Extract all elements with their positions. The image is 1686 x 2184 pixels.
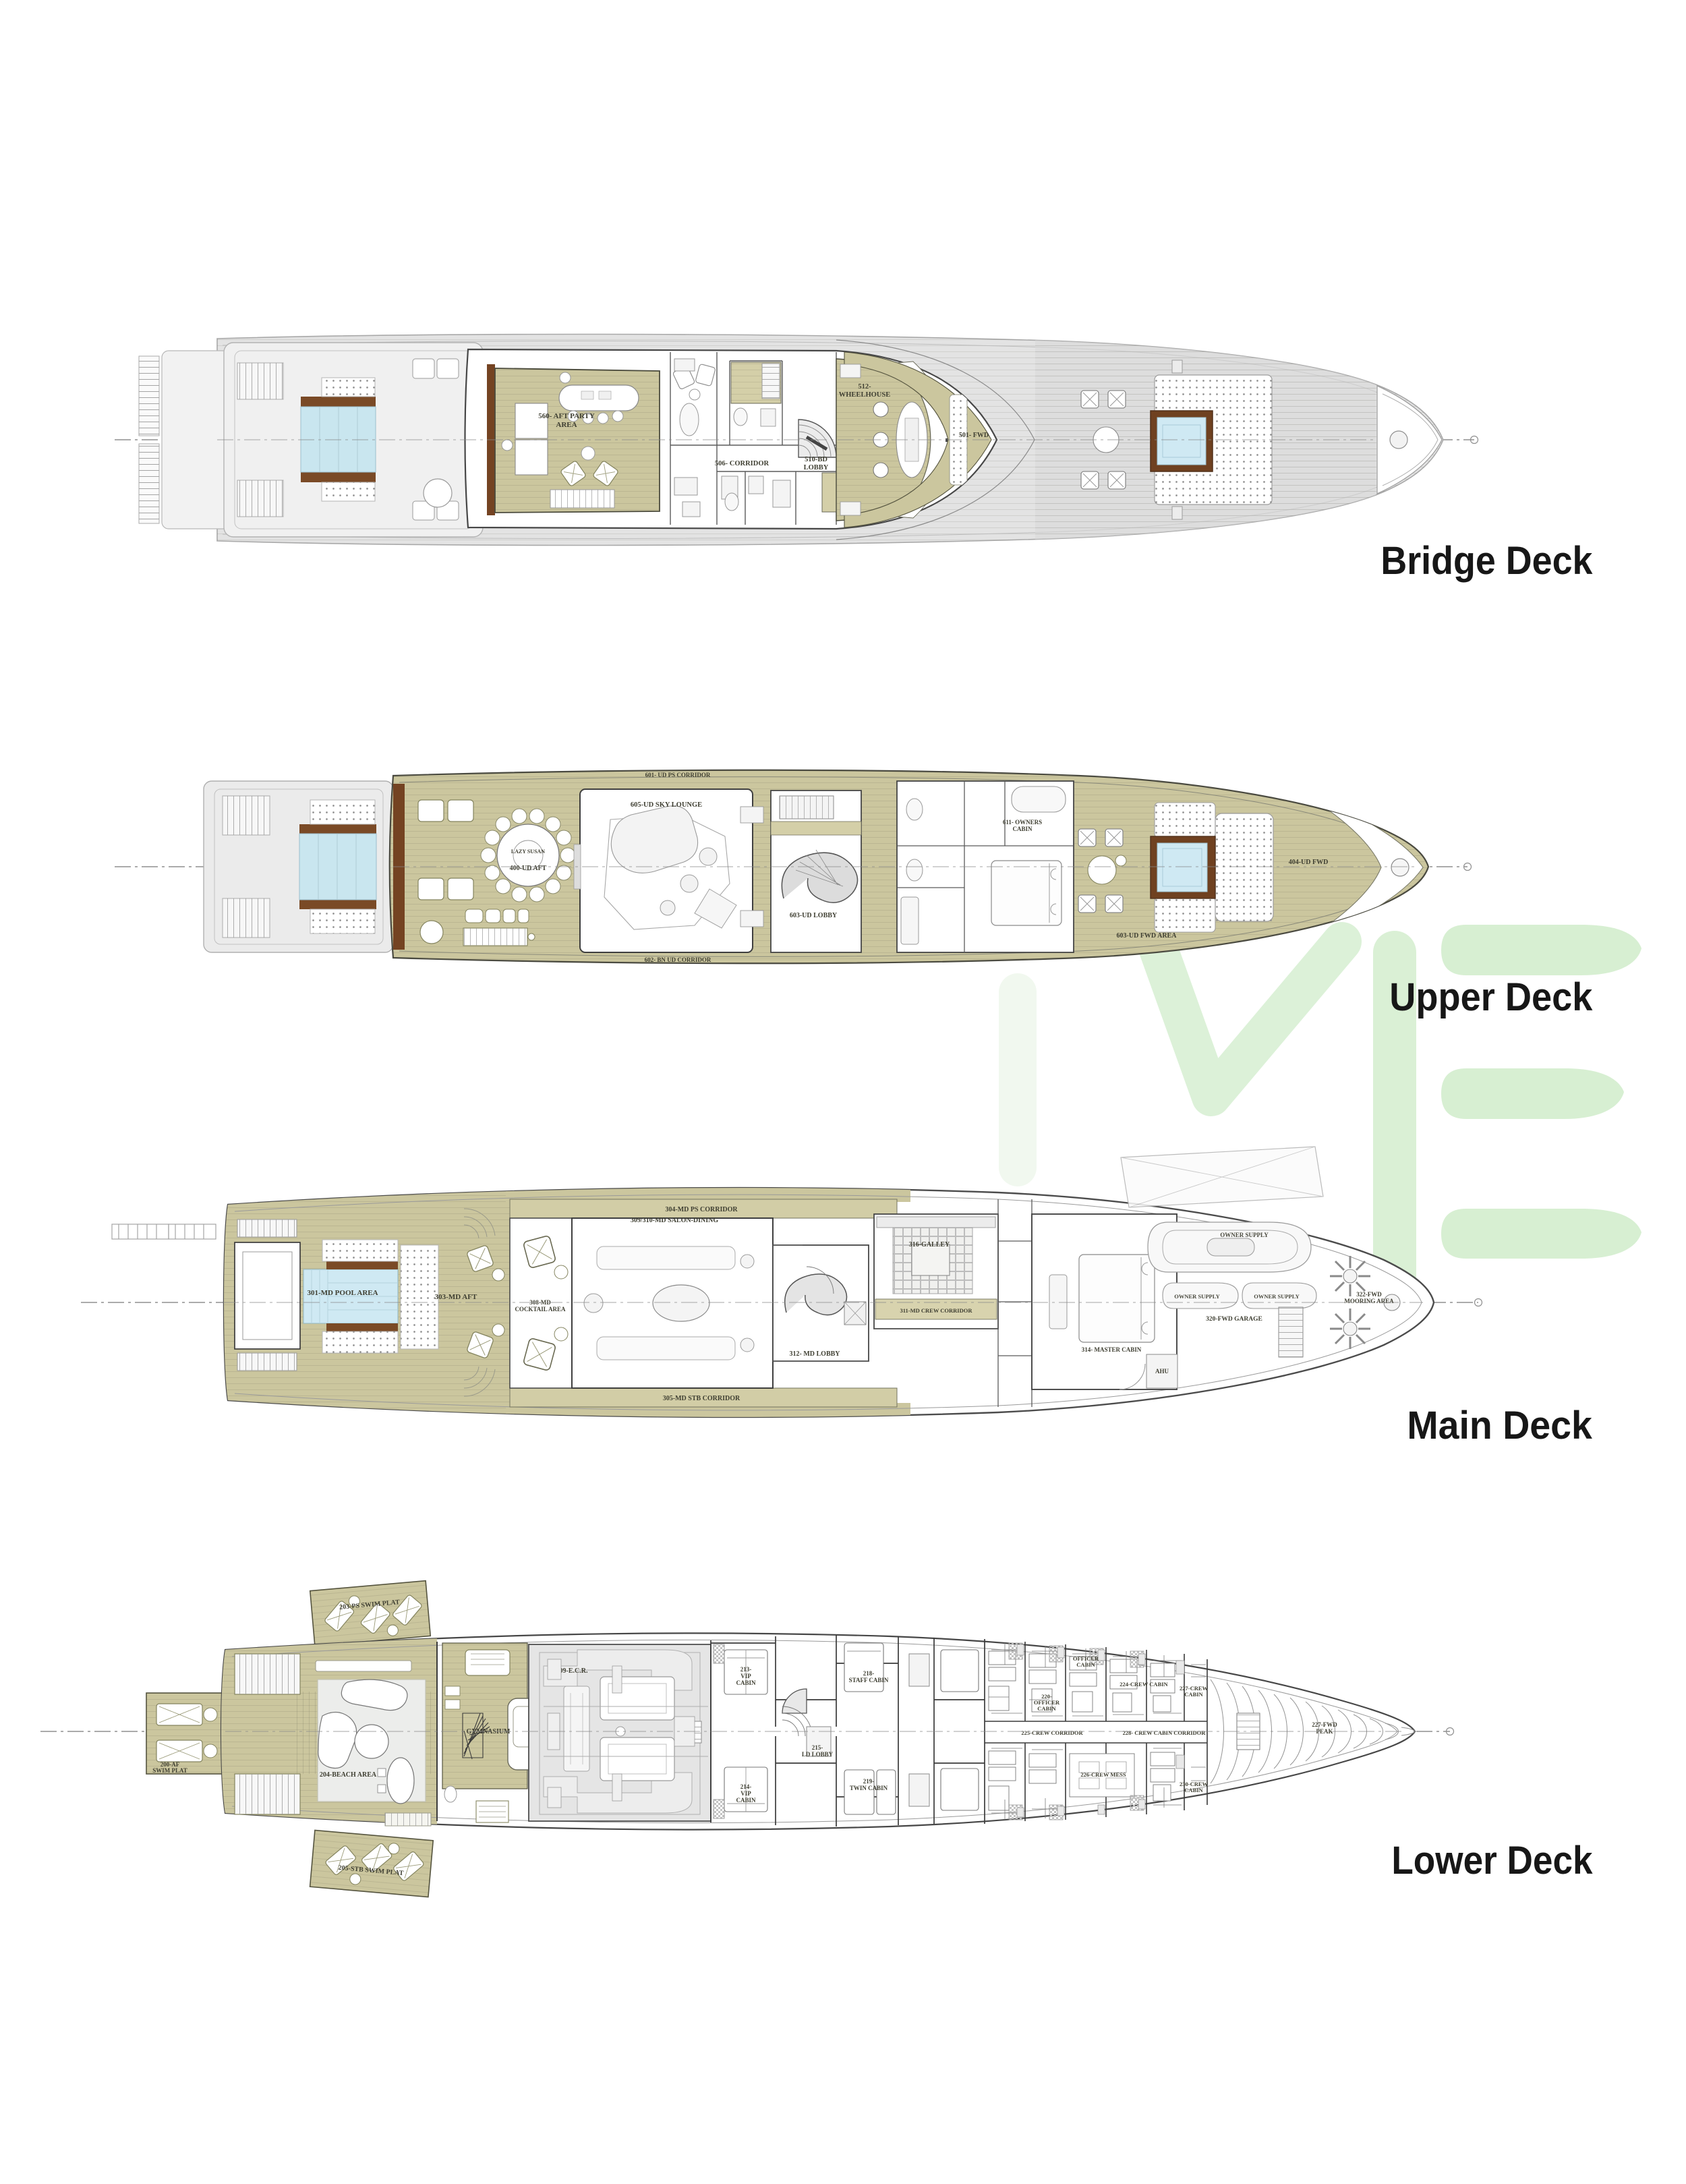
svg-text:CABIN: CABIN [1184,1787,1203,1793]
svg-text:213-: 213- [740,1666,752,1673]
svg-text:LAZY SUSAN: LAZY SUSAN [511,849,545,855]
svg-text:314- MASTER CABIN: 314- MASTER CABIN [1082,1346,1142,1353]
svg-text:220-: 220- [1041,1693,1052,1700]
svg-text:311-MD CREW CORRIDOR: 311-MD CREW CORRIDOR [900,1307,972,1314]
svg-text:510-BD: 510-BD [805,456,827,463]
svg-text:215-: 215- [812,1744,823,1751]
svg-text:CABIN: CABIN [736,1679,756,1686]
svg-text:VIP: VIP [740,1790,751,1797]
svg-text:STAFF CABIN: STAFF CABIN [849,1677,889,1684]
svg-text:227-CREW: 227-CREW [1180,1685,1209,1692]
svg-text:218-: 218- [863,1670,875,1677]
svg-text:TWIN CABIN: TWIN CABIN [850,1785,888,1791]
svg-text:301-MD POOL AREA: 301-MD POOL AREA [307,1289,378,1297]
svg-text:230-CREW: 230-CREW [1180,1781,1209,1787]
svg-text:MOORING AREA: MOORING AREA [1344,1298,1394,1304]
svg-text:611- OWNERS: 611- OWNERS [1003,819,1042,826]
svg-text:OFFICER: OFFICER [1073,1655,1099,1662]
svg-text:CABIN: CABIN [1184,1691,1203,1698]
svg-text:227-FWD: 227-FWD [1312,1721,1337,1728]
svg-text:320-FWD GARAGE: 320-FWD GARAGE [1206,1316,1262,1323]
svg-text:OWNER SUPPLY: OWNER SUPPLY [1174,1293,1219,1300]
svg-text:OWNER SUPPLY: OWNER SUPPLY [1220,1232,1269,1238]
svg-text:305-MD STB CORRIDOR: 305-MD STB CORRIDOR [663,1395,740,1402]
svg-text:603-UD LOBBY: 603-UD LOBBY [790,912,838,919]
svg-text:224-CREW CABIN: 224-CREW CABIN [1120,1681,1168,1688]
svg-text:LOBBY: LOBBY [804,464,829,471]
svg-text:303-MD AFT: 303-MD AFT [435,1293,477,1301]
svg-text:LD LOBBY: LD LOBBY [802,1751,834,1758]
svg-text:228- CREW CABIN CORRIDOR: 228- CREW CABIN CORRIDOR [1123,1729,1207,1736]
svg-text:CABIN: CABIN [1076,1661,1095,1668]
svg-text:CABIN: CABIN [1037,1705,1056,1712]
svg-text:603-UD FWD AREA: 603-UD FWD AREA [1117,932,1178,940]
svg-text:WHEELHOUSE: WHEELHOUSE [839,391,890,399]
svg-text:VIP: VIP [740,1673,751,1679]
svg-text:COCKTAIL AREA: COCKTAIL AREA [515,1306,566,1313]
svg-text:312- MD LOBBY: 312- MD LOBBY [790,1350,841,1358]
svg-text:SWIM PLAT: SWIM PLAT [152,1767,187,1774]
svg-text:304-MD PS CORRIDOR: 304-MD PS CORRIDOR [665,1206,738,1213]
svg-text:CABIN: CABIN [1012,826,1033,832]
svg-text:322-FWD: 322-FWD [1356,1291,1382,1298]
svg-text:602- BN UD CORRIDOR: 602- BN UD CORRIDOR [645,956,711,963]
svg-text:OWNER SUPPLY: OWNER SUPPLY [1254,1293,1299,1300]
svg-text:605-UD SKY LOUNGE: 605-UD SKY LOUNGE [631,801,702,809]
svg-text:501- FWD: 501- FWD [959,432,989,439]
svg-text:316-GALLEY: 316-GALLEY [909,1241,950,1248]
svg-text:214-: 214- [740,1783,752,1790]
svg-text:CABIN: CABIN [736,1797,756,1804]
svg-text:OFFICER: OFFICER [1034,1699,1060,1706]
svg-text:200-AF: 200-AF [161,1761,180,1768]
svg-text:AREA: AREA [556,421,577,429]
svg-text:601- UD PS CORRIDOR: 601- UD PS CORRIDOR [645,772,711,778]
svg-text:512-: 512- [858,383,871,391]
svg-text:204-BEACH AREA: 204-BEACH AREA [320,1771,377,1779]
svg-text:309/310-MD SALON-DINING: 309/310-MD SALON-DINING [631,1217,719,1224]
svg-text:AHU: AHU [1155,1368,1169,1375]
svg-text:225-CREW CORRIDOR: 225-CREW CORRIDOR [1021,1729,1083,1736]
svg-text:226-CREW MESS: 226-CREW MESS [1080,1771,1126,1778]
svg-text:400-UD AFT: 400-UD AFT [510,865,547,872]
svg-text:506- CORRIDOR: 506- CORRIDOR [715,460,769,467]
svg-text:209-E.C.R.: 209-E.C.R. [556,1667,588,1675]
svg-text:560- AFT PARTY: 560- AFT PARTY [538,412,595,420]
svg-text:219-: 219- [863,1778,875,1785]
svg-text:404-UD FWD: 404-UD FWD [1289,859,1329,866]
